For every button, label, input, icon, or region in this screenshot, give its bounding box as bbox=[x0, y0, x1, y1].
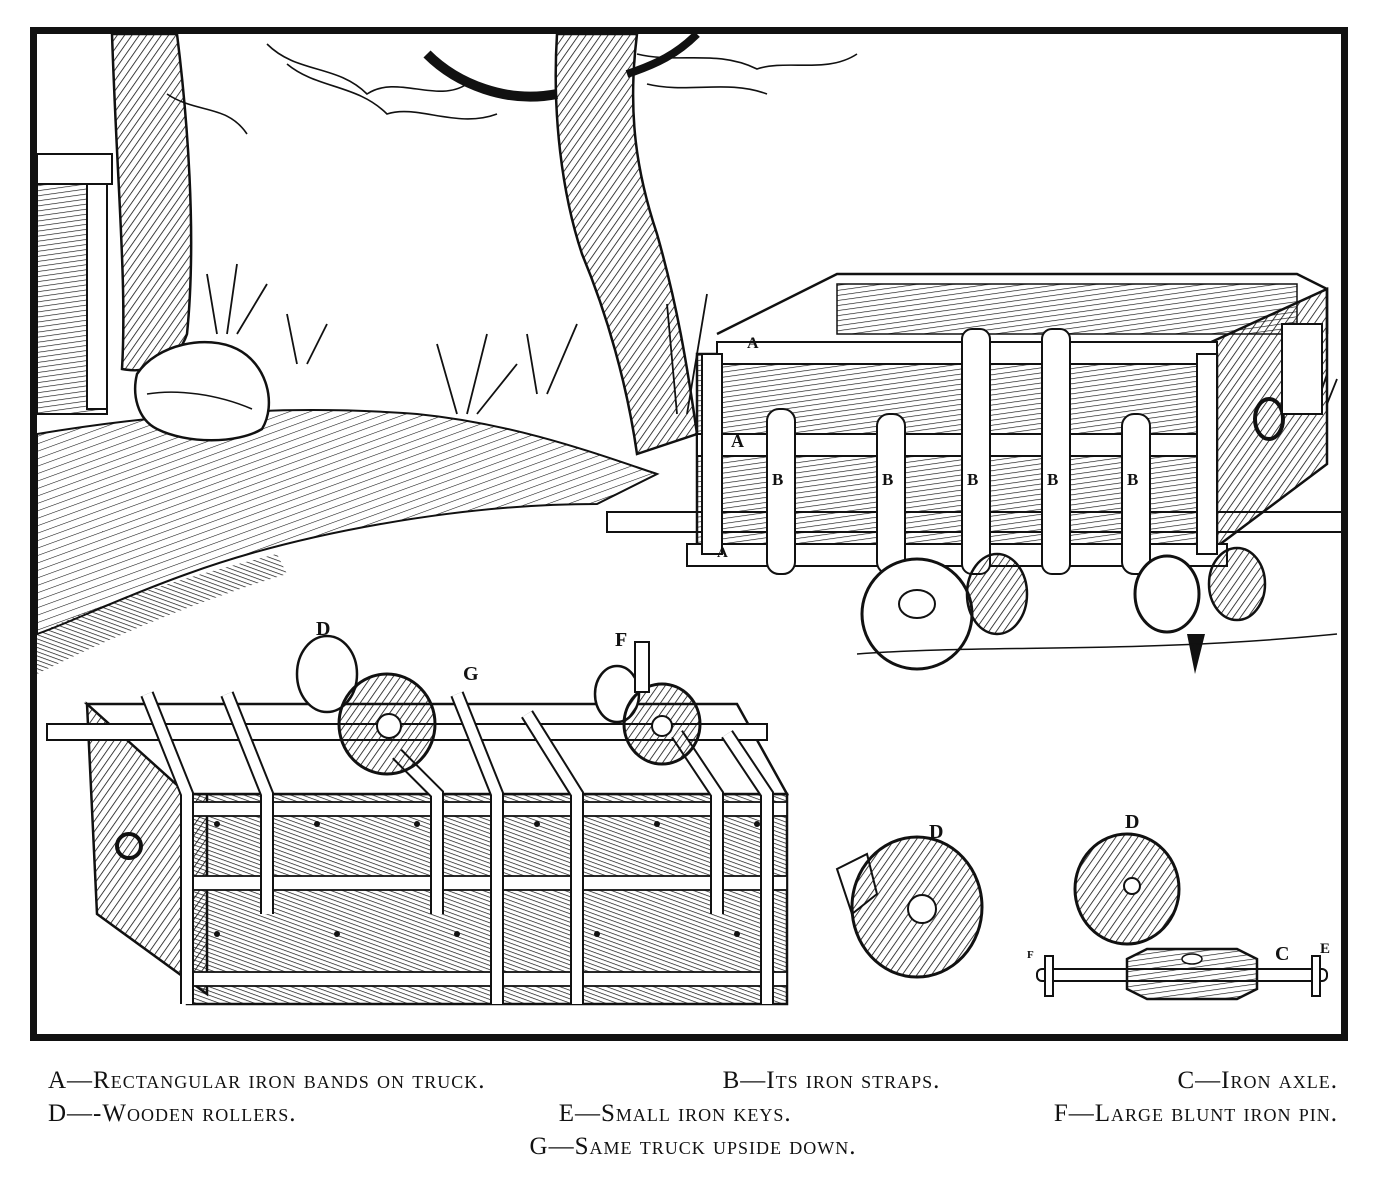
caption-line-2: D—-Wooden rollers. E—Small iron keys. F—… bbox=[30, 1097, 1348, 1130]
grass bbox=[206, 263, 1338, 415]
label-c: C bbox=[1275, 943, 1290, 965]
label-f-key: F bbox=[1027, 949, 1034, 961]
tree-left-trunk bbox=[110, 34, 193, 372]
label-g: G bbox=[463, 663, 479, 685]
label-b1: B bbox=[772, 470, 784, 489]
label-d-right: D bbox=[1125, 811, 1140, 833]
rock bbox=[133, 340, 271, 442]
tree-branch-left bbox=[423, 50, 558, 102]
label-a-bottom: A bbox=[717, 545, 728, 561]
label-e: E bbox=[1320, 941, 1331, 957]
caption-item-a: A—Rectangular iron bands on truck. bbox=[48, 1067, 486, 1094]
caption-line-1: A—Rectangular iron bands on truck. B—Its… bbox=[30, 1064, 1348, 1097]
figure-caption: A—Rectangular iron bands on truck. B—Its… bbox=[30, 1064, 1348, 1163]
wall-post bbox=[86, 183, 108, 410]
caption-item-d: D—-Wooden rollers. bbox=[48, 1100, 297, 1127]
caption-line-3: G—Same truck upside down. bbox=[30, 1130, 1348, 1163]
label-f-pin: F bbox=[615, 629, 628, 651]
roller-right bbox=[1073, 832, 1181, 946]
label-d-top: D bbox=[316, 618, 331, 640]
label-b5: B bbox=[1127, 470, 1139, 489]
label-b2: B bbox=[882, 470, 894, 489]
caption-item-e: E—Small iron keys. bbox=[558, 1100, 792, 1127]
label-b4: B bbox=[1047, 470, 1059, 489]
woodcut-frame: A A A B B B B B D F G D D C E F bbox=[30, 27, 1348, 1041]
label-b3: B bbox=[967, 470, 979, 489]
label-a-top: A bbox=[747, 335, 759, 352]
caption-item-g: G—Same truck upside down. bbox=[529, 1133, 857, 1160]
roller-left bbox=[835, 835, 984, 979]
axle bbox=[1036, 947, 1328, 1001]
truck-upside-down bbox=[46, 634, 790, 1006]
hillside-lower bbox=[37, 554, 287, 674]
woodcut-illustration bbox=[37, 34, 1341, 1006]
caption-item-c: C—Iron axle. bbox=[1177, 1067, 1338, 1094]
label-d-left: D bbox=[929, 821, 944, 843]
caption-item-f: F—Large blunt iron pin. bbox=[1053, 1100, 1338, 1127]
wall-lintel bbox=[37, 153, 113, 185]
caption-item-b: B—Its iron straps. bbox=[722, 1067, 941, 1094]
truck-upright bbox=[606, 272, 1341, 674]
label-a-side: A bbox=[731, 431, 744, 451]
foliage bbox=[166, 43, 858, 135]
